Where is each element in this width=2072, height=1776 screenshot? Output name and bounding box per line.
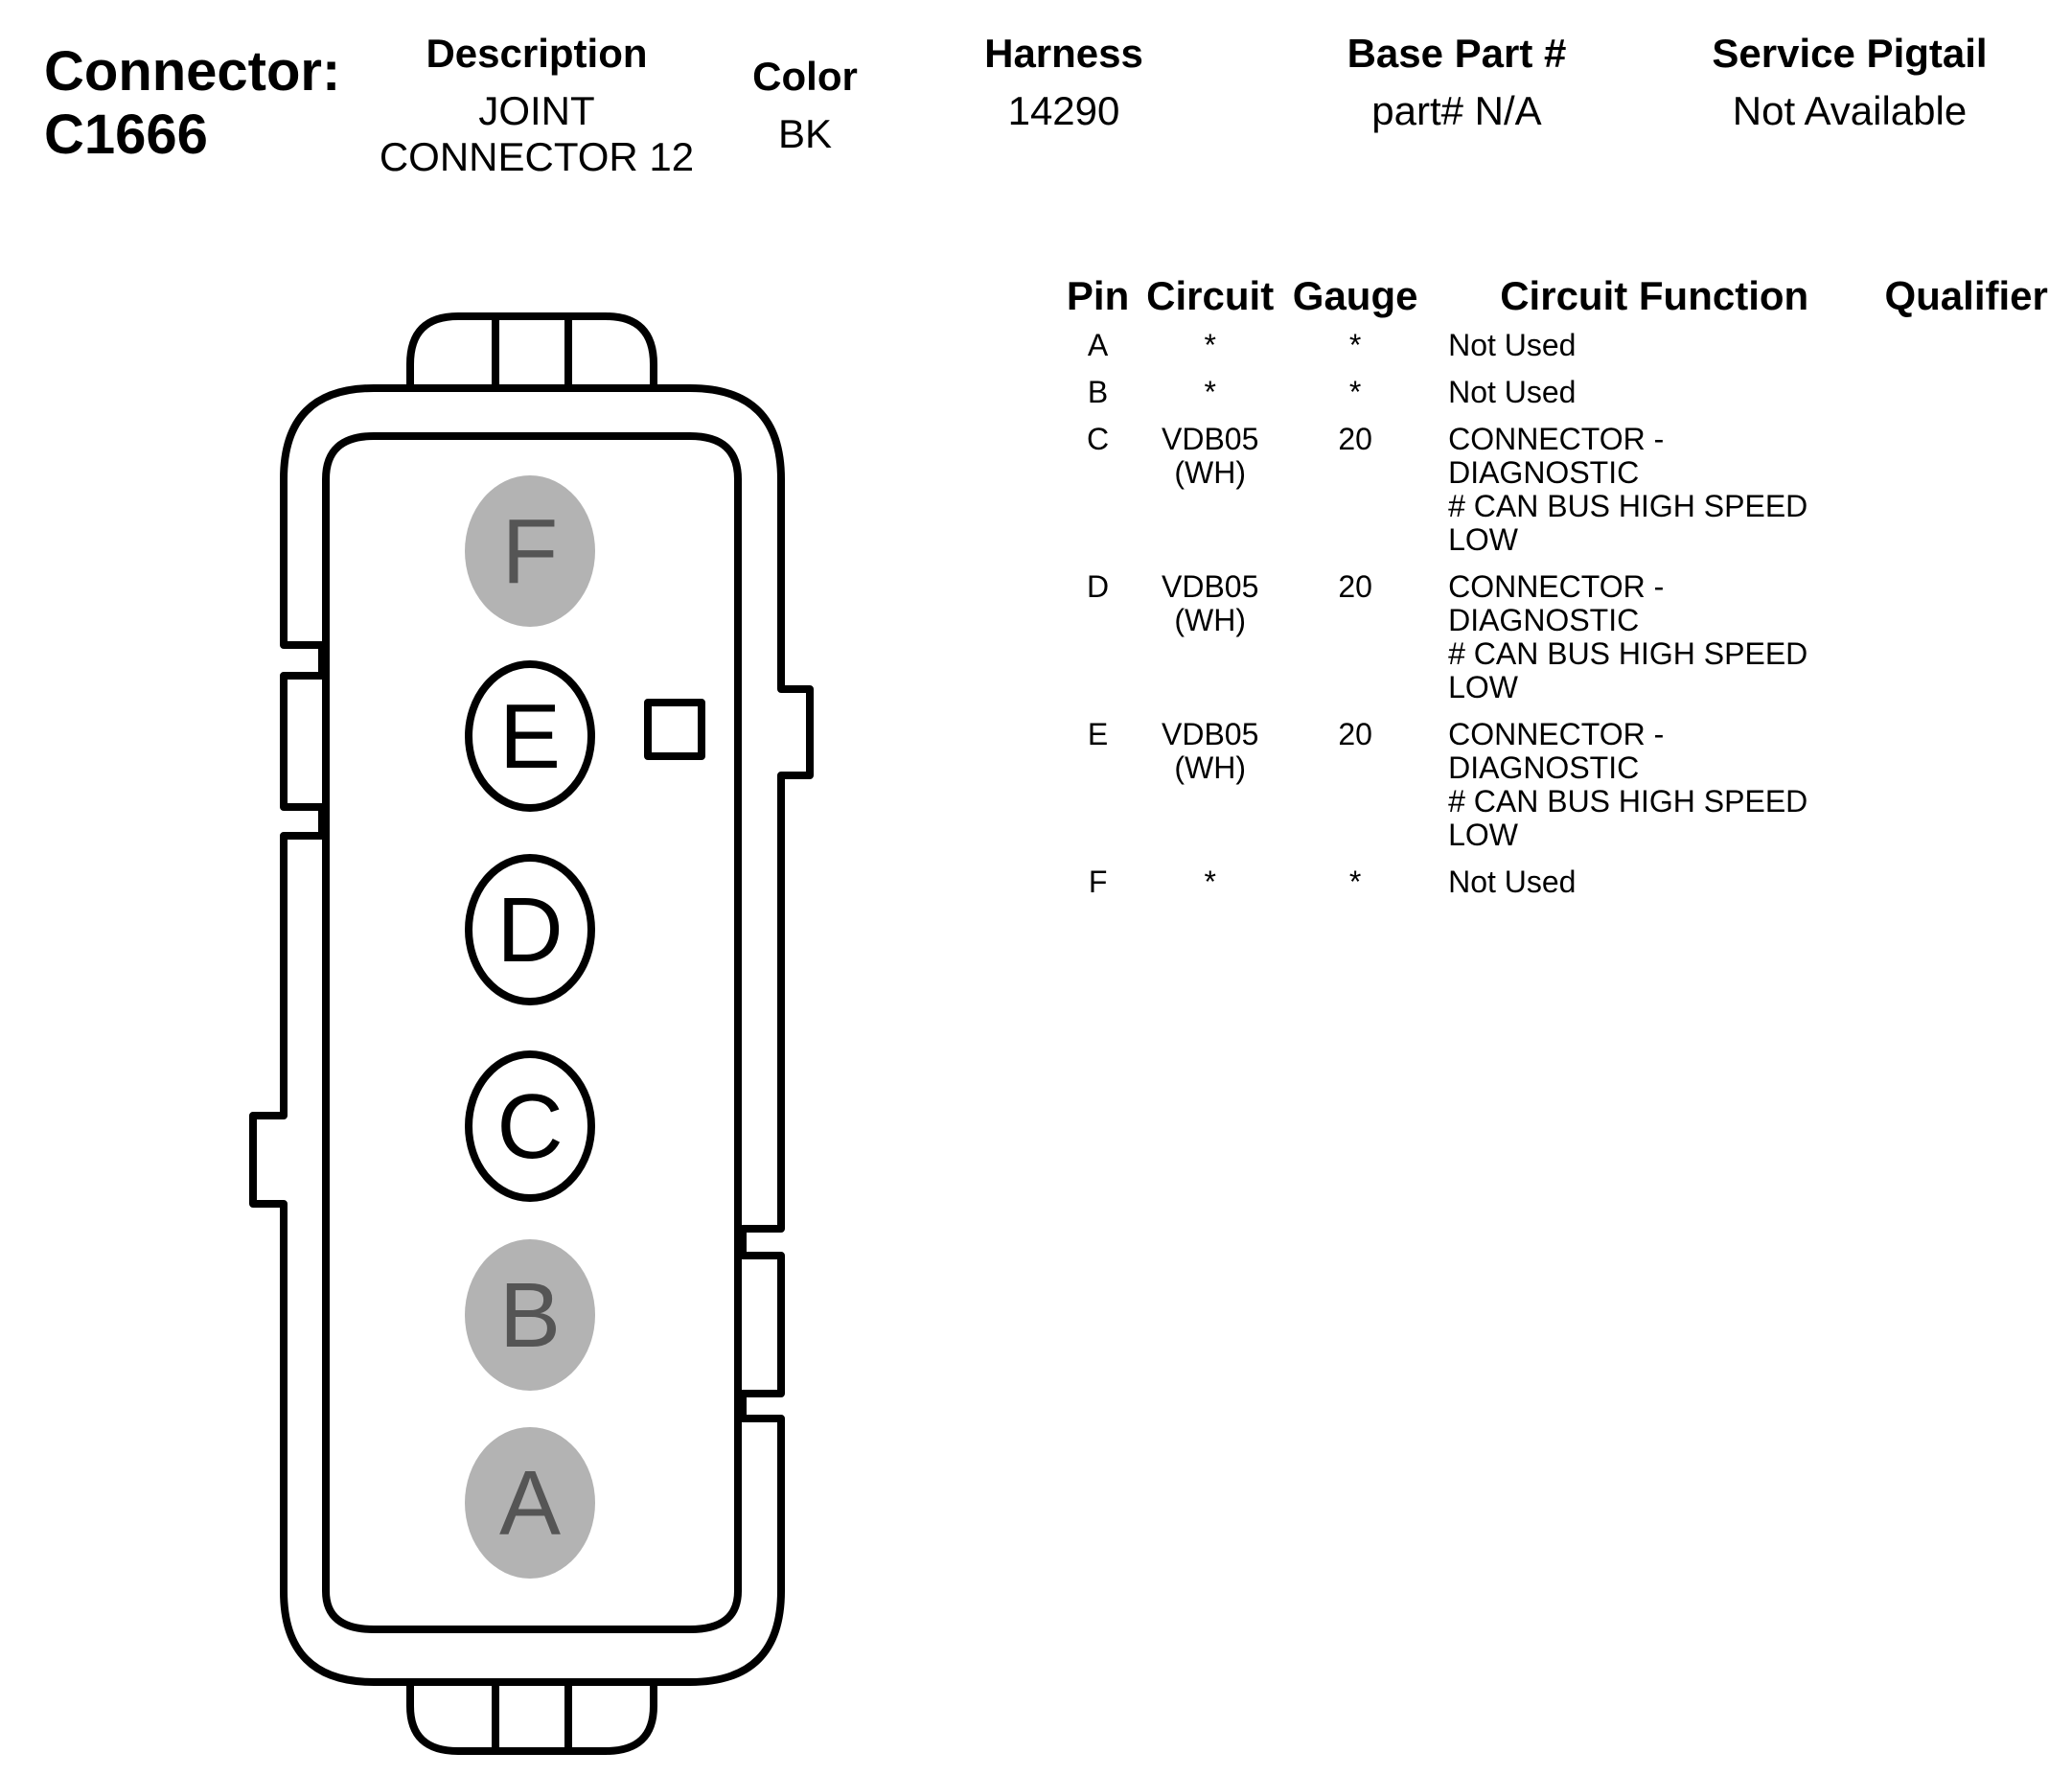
cell-gauge: * xyxy=(1348,328,1362,362)
keying-square xyxy=(644,699,705,760)
cell-function: CONNECTOR - DIAGNOSTIC # CAN BUS HIGH SP… xyxy=(1448,569,1808,704)
color-label: Color xyxy=(752,54,858,99)
pin-label: A xyxy=(499,1452,561,1555)
description-label: Description xyxy=(426,31,648,76)
pin-label: C xyxy=(496,1075,563,1178)
header-circuit-function: Circuit Function xyxy=(1500,273,1809,318)
cell-circuit: * xyxy=(1204,865,1216,899)
cell-pin: B xyxy=(1087,375,1109,409)
table-row: F * * Not Used xyxy=(1049,865,2072,912)
service-pigtail-value: Not Available xyxy=(1732,88,1968,133)
cell-pin: F xyxy=(1088,865,1108,899)
cell-function: CONNECTOR - DIAGNOSTIC # CAN BUS HIGH SP… xyxy=(1448,717,1808,852)
harness-value: 14290 xyxy=(1007,88,1120,133)
pin-d: D xyxy=(465,854,595,1005)
table-row: D VDB05 (WH) 20 CONNECTOR - DIAGNOSTIC #… xyxy=(1049,570,2072,718)
top-latch xyxy=(406,312,657,392)
pin-e: E xyxy=(465,660,595,812)
header-circuit: Circuit xyxy=(1146,273,1275,318)
cell-circuit: * xyxy=(1204,375,1216,409)
pin-b: B xyxy=(465,1239,595,1391)
connector-id: C1666 xyxy=(44,104,208,166)
pin-table-header: Pin Circuit Gauge Circuit Function Quali… xyxy=(1049,273,2072,329)
pin-cavity xyxy=(465,1050,595,1202)
pin-f: F xyxy=(465,475,595,627)
description-column: Description JOINT CONNECTOR 12 xyxy=(364,31,709,180)
cell-gauge: 20 xyxy=(1338,717,1372,751)
table-row: E VDB05 (WH) 20 CONNECTOR - DIAGNOSTIC #… xyxy=(1049,718,2072,865)
pin-table: Pin Circuit Gauge Circuit Function Quali… xyxy=(1049,273,2072,912)
cell-pin: A xyxy=(1087,328,1109,362)
pin-label: F xyxy=(502,500,559,603)
pin-cavity xyxy=(465,475,595,627)
table-row: B * * Not Used xyxy=(1049,376,2072,423)
header-gauge: Gauge xyxy=(1292,273,1418,318)
cell-gauge: 20 xyxy=(1338,569,1372,604)
cell-gauge: * xyxy=(1348,865,1362,899)
cell-function: CONNECTOR - DIAGNOSTIC # CAN BUS HIGH SP… xyxy=(1448,422,1808,557)
pin-label: B xyxy=(499,1264,561,1367)
connector-title: Connector: C1666 xyxy=(44,40,340,167)
cell-pin: C xyxy=(1087,422,1110,456)
pin-cavity xyxy=(465,1427,595,1579)
cell-pin: D xyxy=(1087,569,1110,604)
harness-column: Harness 14290 xyxy=(968,31,1160,134)
connector-label: Connector: xyxy=(44,40,341,103)
pin-cavity xyxy=(465,660,595,812)
table-row: C VDB05 (WH) 20 CONNECTOR - DIAGNOSTIC #… xyxy=(1049,423,2072,570)
pin-label: E xyxy=(499,685,561,788)
cell-circuit: VDB05 (WH) xyxy=(1161,422,1259,490)
pin-label: D xyxy=(496,879,563,981)
header-qualifier: Qualifier xyxy=(1884,273,2048,318)
cell-circuit: VDB05 (WH) xyxy=(1161,717,1259,785)
base-part-label: Base Part # xyxy=(1347,31,1567,76)
bottom-latch xyxy=(406,1678,657,1755)
description-line2: CONNECTOR 12 xyxy=(379,134,695,179)
cell-circuit: * xyxy=(1204,328,1216,362)
cell-function: Not Used xyxy=(1448,865,1577,899)
table-row: A * * Not Used xyxy=(1049,329,2072,376)
pin-c: C xyxy=(465,1050,595,1202)
harness-label: Harness xyxy=(984,31,1143,76)
base-part-column: Base Part # part# N/A xyxy=(1313,31,1600,134)
pin-cavity xyxy=(465,854,595,1005)
cell-function: Not Used xyxy=(1448,328,1577,362)
service-pigtail-label: Service Pigtail xyxy=(1712,31,1988,76)
color-value: BK xyxy=(777,111,833,156)
cell-function: Not Used xyxy=(1448,375,1577,409)
outer-shell xyxy=(249,384,814,1686)
inner-cavity xyxy=(322,432,742,1633)
pin-cavity xyxy=(465,1239,595,1391)
color-column: Color BK xyxy=(714,54,896,157)
cell-pin: E xyxy=(1087,717,1109,751)
cell-gauge: * xyxy=(1348,375,1362,409)
service-pigtail-column: Service Pigtail Not Available xyxy=(1687,31,2013,134)
header-pin: Pin xyxy=(1066,273,1130,318)
cell-gauge: 20 xyxy=(1338,422,1372,456)
cell-circuit: VDB05 (WH) xyxy=(1161,569,1259,637)
base-part-value: part# N/A xyxy=(1371,88,1542,133)
pin-a: A xyxy=(465,1427,595,1579)
description-line1: JOINT xyxy=(478,88,595,133)
